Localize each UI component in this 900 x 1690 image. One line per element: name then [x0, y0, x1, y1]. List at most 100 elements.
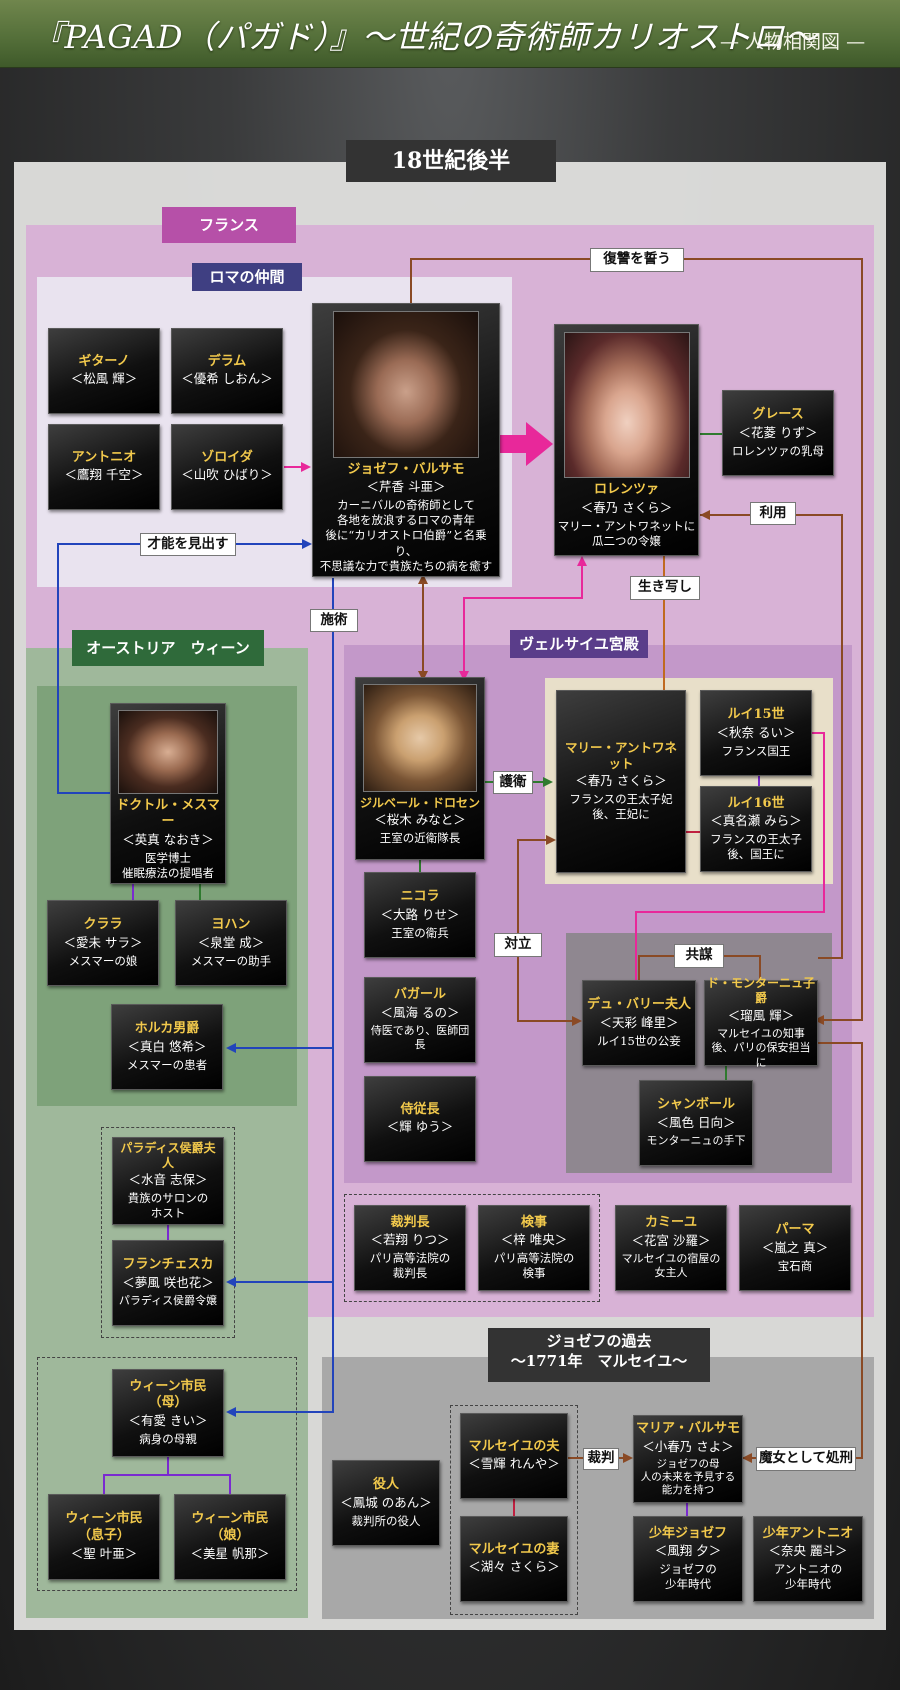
- character-actor: ＜天彩 峰里＞: [599, 1014, 679, 1030]
- character-desc: マルセイユの知事 後、パリの保安担当に: [711, 1026, 811, 1069]
- character-name: 少年アントニオ: [762, 1525, 854, 1541]
- character-guitano[interactable]: ギターノ ＜松風 輝＞: [48, 328, 160, 414]
- character-name: 少年ジョゼフ: [648, 1525, 727, 1541]
- page-title: 『PAGAD（パガド）』〜世紀の奇術師カリオストロ〜: [32, 18, 818, 56]
- character-desc: パラディス侯爵令嬢: [118, 1293, 218, 1307]
- character-zoroida[interactable]: ゾロイダ ＜山吹 ひばり＞: [171, 424, 283, 510]
- group-marseille-couple: [450, 1405, 578, 1615]
- character-actor: ＜雪輝 れんや＞: [468, 1456, 560, 1472]
- character-marseille-wife[interactable]: マルセイユの妻 ＜湖々 さくら＞: [460, 1516, 568, 1602]
- character-desc: メスマーの娘: [68, 953, 138, 968]
- character-lorenza[interactable]: ロレンツァ ＜春乃 さくら＞ マリー・アントワネットに 瓜二つの令嬢: [554, 324, 699, 556]
- group-paradis: [101, 1127, 235, 1338]
- character-name: ヨハン: [211, 917, 251, 933]
- character-desc: アントニオの 少年時代: [773, 1562, 843, 1592]
- character-actor: ＜春乃 さくら＞: [575, 773, 667, 789]
- character-johann[interactable]: ヨハン ＜泉堂 成＞ メスマーの助手: [175, 900, 287, 986]
- character-actor: ＜鳳城 のあん＞: [340, 1494, 432, 1510]
- character-actor: ＜真白 悠希＞: [127, 1038, 207, 1054]
- character-desc: ロレンツァの乳母: [732, 443, 824, 458]
- character-camille[interactable]: カミーユ ＜花宮 沙羅＞ マルセイユの宿屋の 女主人: [615, 1205, 727, 1291]
- character-actor: ＜梓 唯央＞: [500, 1232, 568, 1248]
- character-desc: メスマーの患者: [126, 1057, 208, 1072]
- character-antonio[interactable]: アントニオ ＜鷹翔 千空＞: [48, 424, 160, 510]
- character-desc: フランスの王太子妃 後、王妃に: [569, 792, 673, 822]
- character-young-joseph[interactable]: 少年ジョゼフ ＜風翔 夕＞ ジョゼフの 少年時代: [633, 1516, 743, 1602]
- character-name: デュ・バリー夫人: [586, 997, 691, 1013]
- character-paradis-wife[interactable]: パラディス侯爵夫人 ＜水音 志保＞ 貴族のサロンの ホスト: [112, 1137, 224, 1225]
- tag-roma: ロマの仲間: [192, 263, 302, 291]
- character-name: バガール: [393, 987, 446, 1003]
- character-actor: ＜風翔 夕＞: [654, 1543, 722, 1559]
- character-palma[interactable]: パーマ ＜嵐之 真＞ 宝石商: [739, 1205, 851, 1291]
- character-prosecutor[interactable]: 検事 ＜梓 唯央＞ パリ高等法院の 検事: [478, 1205, 590, 1291]
- character-actor: ＜泉堂 成＞: [197, 934, 265, 950]
- label-judge: 裁判: [583, 1448, 619, 1470]
- character-name: アントニオ: [71, 449, 137, 465]
- character-vienna-mother[interactable]: ウィーン市民 （母） ＜有愛 きい＞ 病身の母親: [112, 1369, 224, 1457]
- character-name: 侍従長: [400, 1101, 440, 1117]
- character-francesca[interactable]: フランチェスカ ＜夢風 咲也花＞ パラディス侯爵令嬢: [112, 1240, 224, 1326]
- character-louis15[interactable]: ルイ15世 ＜秋奈 るい＞ フランス国王: [700, 690, 812, 776]
- character-young-antonio[interactable]: 少年アントニオ ＜奈央 麗斗＞ アントニオの 少年時代: [753, 1516, 863, 1602]
- character-desc: パリ高等法院の 検事: [493, 1251, 575, 1281]
- character-actor: ＜桜木 みなと＞: [374, 812, 466, 828]
- character-marseille-husband[interactable]: マルセイユの夫 ＜雪輝 れんや＞: [460, 1413, 568, 1499]
- character-name: マリア・バルサモ: [636, 1421, 741, 1437]
- character-bagar[interactable]: バガール ＜風海 るの＞ 侍医であり、医師団長: [364, 977, 476, 1063]
- tag-versailles: ヴェルサイユ宮殿: [510, 630, 648, 658]
- character-actor: ＜花菱 りず＞: [738, 424, 818, 440]
- character-name: ド・モンターニュ子爵: [707, 975, 816, 1006]
- character-name: ジョゼフ・バルサモ: [347, 461, 465, 477]
- character-mesmer[interactable]: ドクトル・メスマー ＜英真 なおき＞ 医学博士 催眠療法の提唱者: [110, 703, 226, 884]
- character-name: ドクトル・メスマー: [116, 797, 220, 830]
- character-name: ルイ15世: [727, 707, 785, 723]
- character-clara[interactable]: クララ ＜愛未 サラ＞ メスマーの娘: [47, 900, 159, 986]
- label-conspire: 共謀: [674, 944, 724, 968]
- portrait-image: [563, 332, 690, 478]
- character-actor: ＜若翔 りつ＞: [370, 1232, 450, 1248]
- character-actor: ＜秋奈 るい＞: [716, 724, 796, 740]
- character-chamberlain[interactable]: 侍従長 ＜輝 ゆう＞: [364, 1076, 476, 1162]
- character-delam[interactable]: デラム ＜優希 しおん＞: [171, 328, 283, 414]
- character-desc: フランスの王太子 後、国王に: [710, 832, 802, 862]
- character-desc: ジョゼフの母 人の未来を予見する 能力を持つ: [640, 1457, 736, 1496]
- character-horka[interactable]: ホルカ男爵 ＜真白 悠希＞ メスマーの患者: [111, 1004, 223, 1090]
- character-louis16[interactable]: ルイ16世 ＜真名瀬 みら＞ フランスの王太子 後、国王に: [700, 786, 812, 872]
- character-marie[interactable]: マリー・アントワネット ＜春乃 さくら＞ フランスの王太子妃 後、王妃に: [556, 690, 686, 873]
- character-montanieu[interactable]: ド・モンターニュ子爵 ＜瑠風 輝＞ マルセイユの知事 後、パリの保安担当に: [704, 976, 818, 1069]
- character-name: ウィーン市民 （娘）: [191, 1511, 269, 1544]
- character-vienna-son[interactable]: ウィーン市民 （息子） ＜聖 叶亜＞: [48, 1494, 160, 1580]
- character-joseph[interactable]: ジョゼフ・バルサモ ＜芹香 斗亜＞ カーニバルの奇術師として 各地を放浪するロマ…: [312, 303, 500, 577]
- character-official[interactable]: 役人 ＜鳳城 のあん＞ 裁判所の役人: [332, 1460, 440, 1546]
- character-actor: ＜山吹 ひばり＞: [181, 467, 273, 483]
- character-name: ロレンツァ: [593, 482, 659, 497]
- character-actor: ＜大路 りせ＞: [380, 906, 460, 922]
- character-name: マルセイユの妻: [468, 1541, 560, 1557]
- character-name: ウィーン市民 （息子）: [65, 1511, 143, 1544]
- portrait-image: [118, 710, 218, 794]
- character-name: パーマ: [775, 1222, 815, 1238]
- character-dubarry[interactable]: デュ・バリー夫人 ＜天彩 峰里＞ ルイ15世の公妾: [582, 980, 696, 1066]
- character-actor: ＜水音 志保＞: [128, 1172, 208, 1188]
- character-actor: ＜花宮 沙羅＞: [631, 1232, 711, 1248]
- character-actor: ＜優希 しおん＞: [181, 371, 273, 387]
- character-actor: ＜夢風 咲也花＞: [122, 1275, 214, 1291]
- character-maria[interactable]: マリア・バルサモ ＜小春乃 さよ＞ ジョゼフの母 人の未来を予見する 能力を持つ: [633, 1415, 743, 1503]
- group-vienna-family: [37, 1357, 297, 1591]
- character-desc: モンターニュの手下: [646, 1133, 746, 1147]
- character-desc: ジョゼフの 少年時代: [659, 1562, 717, 1592]
- line-lorenza-gilbert: [463, 560, 583, 677]
- character-judge[interactable]: 裁判長 ＜若翔 りつ＞ パリ高等法院の 裁判長: [354, 1205, 466, 1291]
- portrait-image: [333, 311, 479, 458]
- label-technique: 施術: [310, 609, 358, 632]
- character-name: ゾロイダ: [201, 449, 253, 465]
- character-vienna-daughter[interactable]: ウィーン市民 （娘） ＜美星 帆那＞: [174, 1494, 286, 1580]
- character-name: パラディス侯爵夫人: [120, 1140, 216, 1170]
- character-nicola[interactable]: ニコラ ＜大路 りせ＞ 王室の衛兵: [364, 872, 476, 958]
- character-grace[interactable]: グレース ＜花菱 りず＞ ロレンツァの乳母: [722, 390, 834, 476]
- character-gilbert[interactable]: ジルベール・ドロセン ＜桜木 みなと＞ 王室の近衛隊長: [355, 677, 485, 860]
- label-escort: 護衛: [493, 771, 533, 794]
- character-chambord[interactable]: シャンボール ＜風色 日向＞ モンターニュの手下: [639, 1080, 753, 1166]
- character-desc: フランス国王: [721, 743, 791, 758]
